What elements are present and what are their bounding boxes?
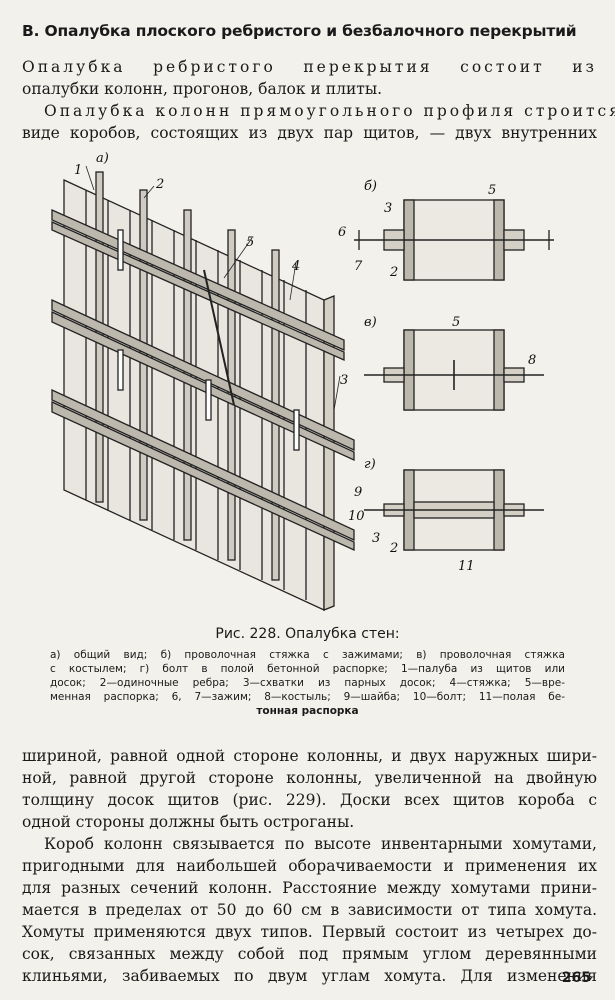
callout-3: 3 [384,201,392,216]
body-line: клиньями, забиваемых по двум углам хомут… [22,967,597,985]
callout-5: 5 [488,183,496,198]
body-line: пригодными для наибольшей оборачиваемост… [22,857,597,875]
callout-6: 6 [338,225,346,240]
formwork-drawing: а) 1 2 5 4 3 б) 3 5 6 7 2 [51,151,554,612]
callout-10: 10 [348,509,365,524]
body-line: мается в пределах от 50 до 60 см в завис… [22,901,597,919]
panel-b-label: б) [364,179,377,194]
intro-line: Опалубка колонн прямоугольного профиля с… [44,102,615,120]
caption-line: менная распорка; 6, 7—зажим; 8—костыль; … [50,691,565,703]
panel-b-wire-tie-clamps [354,199,554,281]
body-line: сок, связанных между собой под прямым уг… [22,945,597,963]
body-line: толщину досок щитов (рис. 229). Доски вс… [22,791,597,809]
caption-line: с костылем; г) болт в полой бетонной рас… [50,663,565,675]
section-title: В. Опалубка плоского ребристого и безбал… [22,22,577,40]
callout-3: 3 [372,531,380,546]
caption-line: досок; 2—одиночные ребра; 3—схватки из п… [50,677,565,689]
callout-3: 3 [340,373,348,388]
callout-11: 11 [458,559,475,574]
callout-4: 4 [291,259,300,274]
callout-1: 1 [74,163,82,178]
callout-9: 9 [354,485,362,500]
caption-line: а) общий вид; б) проволочная стяжка с за… [50,649,565,661]
panel-c-wire-tie-pin [364,329,544,411]
wall-formwork-figure: а) 1 2 5 4 3 б) 3 5 6 7 2 [34,150,589,620]
callout-2: 2 [389,541,398,556]
intro-line: Опалубка ребристого перекрытия состоит и… [22,58,597,76]
body-line: ной, равной другой стороне колонны, увел… [22,769,597,787]
page-number: 265 [561,970,591,986]
body-line: Хомуты применяются двух типов. Первый со… [22,923,597,941]
panel-a-general-view [51,165,355,612]
body-line: шириной, равной одной стороне колонны, и… [22,747,597,765]
callout-2: 2 [155,177,164,192]
body-line: одной стороны должны быть остроганы. [22,813,355,831]
body-line: для разных сечений колонн. Расстояние ме… [22,879,597,897]
panel-c-label: в) [364,315,377,330]
intro-line: виде коробов, состоящих из двух пар щито… [22,124,597,142]
callout-8: 8 [528,353,536,368]
panel-d-bolt-hollow-spacer [364,469,544,551]
callout-2: 2 [389,265,398,280]
intro-paragraph: Опалубка ребристого перекрытия состоит и… [22,56,615,144]
figure-title: Рис. 228. Опалубка стен: [215,626,400,642]
panel-d-label: г) [364,457,376,472]
intro-line: опалубки колонн, прогонов, балок и плиты… [22,80,383,98]
panel-a-label: а) [96,151,109,166]
figure-caption: а) общий вид; б) проволочная стяжка с за… [50,648,565,718]
body-line: Короб колонн связывается по высоте инвен… [44,835,597,853]
callout-5: 5 [246,235,254,250]
callout-7: 7 [354,259,363,274]
body-paragraph: шириной, равной одной стороне колонны, и… [22,745,597,987]
caption-line: тонная распорка [256,705,359,717]
callout-5: 5 [452,315,460,330]
